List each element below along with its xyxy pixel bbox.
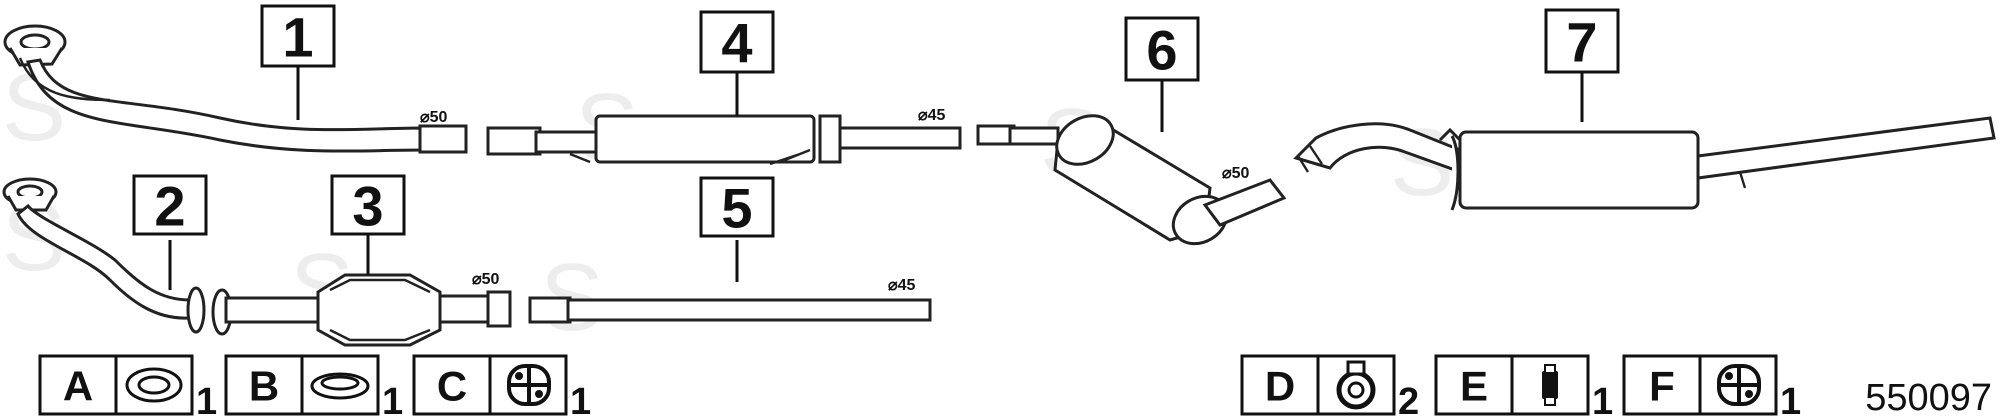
gasket-ring-icon bbox=[125, 367, 183, 403]
rubber-hanger-icon bbox=[1717, 364, 1761, 406]
part-number-1: 1 bbox=[282, 6, 313, 69]
legend-letter-b: B bbox=[249, 363, 279, 410]
part-7-rear-silencer: 7 bbox=[1293, 8, 1996, 211]
legend-letter-f: F bbox=[1649, 363, 1675, 410]
legend-item-c: C 1 bbox=[412, 354, 591, 418]
legend-quantity-a: 1 bbox=[196, 381, 217, 418]
part-2-down-pipe: 2 bbox=[2, 174, 208, 334]
legend-item-b: B 1 bbox=[224, 354, 403, 418]
legend-quantity-c: 1 bbox=[570, 381, 591, 418]
part-number-5: 5 bbox=[721, 177, 752, 240]
part-1-diameter: ⌀50 bbox=[420, 109, 448, 126]
part-3-catalytic-converter: 3 ⌀50 bbox=[211, 174, 512, 347]
rubber-mount-icon bbox=[1542, 364, 1558, 406]
legend-item-a: A 1 bbox=[38, 354, 217, 418]
part-4-middle-silencer: 4 ⌀45 bbox=[486, 10, 962, 166]
flat-gasket-icon bbox=[310, 372, 370, 400]
part-6-silencer: 6 ⌀50 bbox=[976, 16, 1287, 246]
catalog-number: 550097 bbox=[1865, 377, 1992, 418]
legend-quantity-d: 2 bbox=[1398, 381, 1419, 418]
clamp-icon bbox=[1336, 360, 1376, 410]
part-number-box-4 bbox=[699, 10, 775, 74]
legend-item-f: F 1 bbox=[1622, 354, 1801, 418]
legend-quantity-e: 1 bbox=[1592, 381, 1613, 418]
part-3-diameter: ⌀50 bbox=[472, 271, 500, 288]
legend-letter-e: E bbox=[1460, 363, 1488, 410]
part-6-diameter: ⌀50 bbox=[1222, 165, 1250, 182]
legend-letter-a: A bbox=[63, 363, 93, 410]
part-4-diameter: ⌀45 bbox=[918, 107, 946, 124]
legend-item-e: E 1 bbox=[1434, 354, 1613, 418]
part-number-4: 4 bbox=[721, 12, 752, 75]
part-1-front-pipe: 1 ⌀50 bbox=[3, 4, 468, 154]
legend-letter-d: D bbox=[1265, 363, 1295, 410]
part-number-box-7 bbox=[1544, 8, 1620, 74]
part-5-diameter: ⌀45 bbox=[888, 277, 916, 294]
part-number-6: 6 bbox=[1146, 19, 1177, 82]
part-number-box-5 bbox=[699, 176, 775, 238]
legend-quantity-b: 1 bbox=[382, 381, 403, 418]
part-number-2: 2 bbox=[154, 175, 185, 238]
part-5-intermediate-pipe: 5 ⌀45 bbox=[528, 176, 932, 324]
legend-item-d: D 2 bbox=[1240, 354, 1419, 418]
part-number-3: 3 bbox=[352, 175, 383, 238]
part-number-box-2 bbox=[132, 174, 208, 236]
part-number-box-3 bbox=[330, 174, 406, 236]
rubber-hanger-icon bbox=[507, 364, 551, 406]
legend-letter-c: C bbox=[437, 363, 467, 410]
part-number-7: 7 bbox=[1566, 11, 1597, 74]
legend-quantity-f: 1 bbox=[1780, 381, 1801, 418]
part-number-box-6 bbox=[1124, 16, 1200, 82]
part-number-box-1 bbox=[260, 4, 336, 68]
